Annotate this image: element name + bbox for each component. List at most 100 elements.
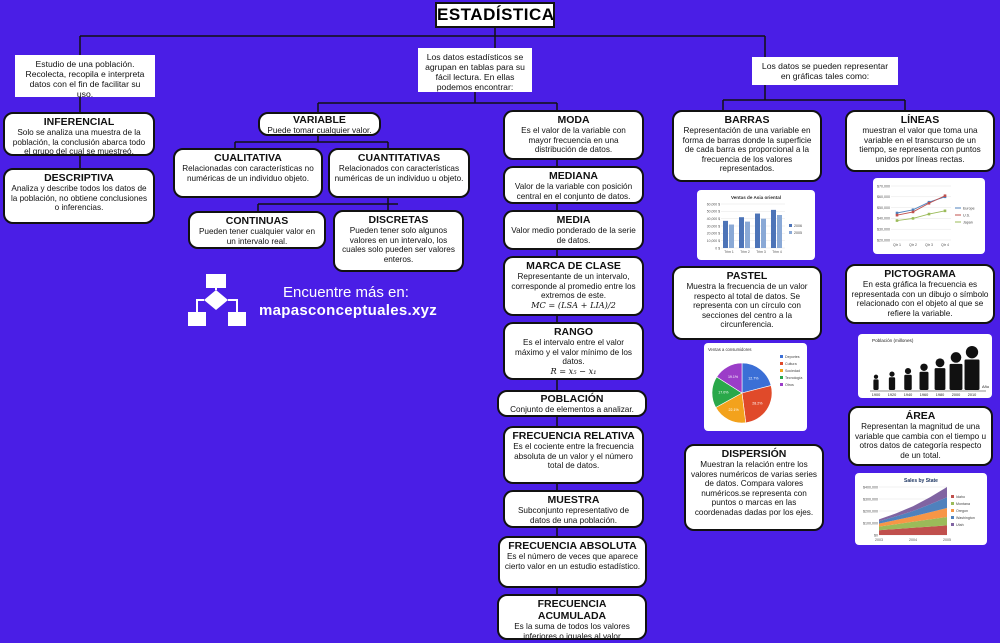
mediana-node: MEDIANA Valor de la variable con posició…	[503, 166, 644, 204]
area-xtick: 2003	[875, 538, 883, 542]
pie-pct-label: 17.0%	[718, 391, 729, 395]
bar-ytick: 20,000 $	[707, 232, 720, 236]
area-legend-swatch	[951, 502, 954, 505]
picto-thumb-title: Población (millones)	[872, 338, 914, 343]
area-legend-swatch	[951, 495, 954, 498]
bar-legend-label: 2005	[794, 231, 802, 235]
line-point	[911, 208, 915, 212]
picto-axis-label: Año	[982, 384, 990, 389]
bar-mark	[723, 220, 728, 248]
pie-chart-thumbnail: Ventas a consumidores 12.7%28.2%22.1%17.…	[704, 343, 807, 431]
rango-node: RANGO Es el intervalo entre el valor máx…	[503, 322, 644, 380]
cualitativa-node: CUALITATIVA Relacionadas con característ…	[173, 148, 323, 198]
area-chart-thumbnail: Sales by State $400,000$300,000$200,000$…	[855, 473, 987, 545]
pictograma-desc: En esta gráfica la frecuencia es represe…	[851, 280, 989, 318]
lineas-title: LÍNEAS	[900, 114, 940, 126]
dispersion-title: DISPERSIÓN	[721, 448, 787, 460]
pie-legend-label: Sociedad	[785, 369, 800, 373]
media-desc: Valor medio ponderado de la serie de dat…	[511, 226, 636, 245]
area-legend-label: Washington	[956, 516, 975, 520]
person-body-icon	[888, 377, 896, 390]
picto-year-label: 1920	[888, 393, 896, 397]
mediana-title: MEDIANA	[549, 170, 598, 182]
person-head-icon	[950, 352, 962, 363]
picto-year-label: 1980	[936, 393, 944, 397]
cualitativa-title: CUALITATIVA	[214, 152, 282, 164]
marca-clase-formula: MC = (LSA + LIA)/2	[531, 299, 616, 310]
line-point	[927, 212, 931, 216]
area-ytick: $100,000	[863, 521, 878, 525]
cualitativa-desc: Relacionadas con características no numé…	[182, 164, 314, 183]
line-point	[895, 219, 899, 222]
marca-clase-node: MARCA DE CLASE Representante de un inter…	[503, 256, 644, 316]
line-series	[896, 210, 946, 222]
frecuencia-relativa-node: FRECUENCIA RELATIVA Es el cociente entre…	[503, 426, 644, 484]
area-legend-label: Oregon	[956, 509, 968, 513]
brand-line1: Encuentre más en:	[283, 284, 409, 301]
area-layer	[879, 508, 947, 527]
inferencial-title: INFERENCIAL	[43, 116, 115, 128]
lineas-node: LÍNEAS muestran el valor que toma una va…	[845, 110, 995, 172]
bar-ytick: 50,000 $	[707, 210, 720, 214]
pie-thumb-title: Ventas a consumidores	[708, 347, 752, 352]
dispersion-node: DISPERSIÓN Muestran la relación entre lo…	[684, 444, 824, 531]
pastel-node: PASTEL Muestra la frecuencia de un valor…	[672, 266, 822, 340]
line-point	[911, 217, 915, 220]
line-series	[896, 195, 946, 216]
bar-mark	[739, 217, 744, 248]
area-ytick: $0	[874, 533, 878, 537]
pie-legend-swatch	[780, 362, 783, 365]
person-body-icon	[873, 379, 879, 390]
line-ytick: $20,000	[877, 238, 890, 242]
bar-legend-swatch	[789, 231, 792, 234]
bar-legend-swatch	[789, 224, 792, 227]
poblacion-node: POBLACIÓN Conjunto de elementos a analiz…	[497, 390, 647, 417]
person-body-icon	[949, 363, 963, 390]
bar-legend-label: 2006	[794, 224, 802, 228]
muestra-title: MUESTRA	[547, 494, 600, 506]
pie-legend-swatch	[780, 383, 783, 386]
rango-desc: Es el intervalo entre el valor máximo y …	[515, 338, 632, 367]
picto-year-label: 1940	[904, 393, 912, 397]
bar-mark	[771, 209, 776, 248]
line-chart-thumbnail: $70,000$60,000$50,000$40,000$30,000$20,0…	[873, 178, 985, 254]
page-title: ESTADÍSTICA	[435, 2, 555, 28]
line-point	[911, 210, 915, 214]
bar-thumb-title: Ventas de Asia oriental	[731, 195, 781, 200]
pie-pct-label: 22.1%	[728, 408, 739, 412]
line-point	[927, 201, 931, 205]
frecuencia-absoluta-title: FRECUENCIA ABSOLUTA	[508, 540, 637, 552]
media-node: MEDIA Valor medio ponderado de la serie …	[503, 210, 644, 250]
bar-mark	[761, 218, 766, 248]
pie-slice	[716, 362, 743, 394]
bar-mark	[745, 221, 750, 248]
variable-title: VARIABLE	[293, 114, 346, 126]
area-node: ÁREA Representan la magnitud de una vari…	[848, 406, 993, 466]
frecuencia-acumulada-title: FRECUENCIA ACUMULADA	[537, 598, 607, 622]
descriptiva-title: DESCRIPTIVA	[44, 172, 114, 184]
line-point	[895, 213, 899, 217]
area-legend-swatch	[951, 509, 954, 512]
pie-slice	[741, 362, 772, 394]
bar-ytick: 10,000 $	[707, 239, 720, 243]
area-legend-swatch	[951, 516, 954, 519]
area-ytick: $200,000	[863, 509, 878, 513]
line-ytick: $40,000	[877, 217, 890, 221]
area-layer	[879, 497, 947, 524]
discretas-title: DISCRETAS	[368, 214, 429, 226]
line-xtick: Qtr 2	[909, 243, 917, 247]
barras-title: BARRAS	[724, 114, 770, 126]
media-title: MEDIA	[556, 214, 591, 226]
frecuencia-absoluta-desc: Es el número de veces que aparece cierto…	[504, 552, 641, 571]
pastel-title: PASTEL	[726, 270, 768, 282]
mediana-desc: Valor de la variable con posición centra…	[514, 182, 633, 201]
pie-legend-label: Tecnología	[785, 376, 802, 380]
person-head-icon	[920, 363, 928, 371]
frecuencia-absoluta-node: FRECUENCIA ABSOLUTA Es el número de vece…	[498, 536, 647, 588]
descriptiva-desc: Analiza y describe todos los datos de la…	[10, 184, 148, 213]
picto-year-label: 2010	[968, 393, 976, 397]
line-ytick: $50,000	[877, 206, 890, 210]
person-body-icon	[934, 368, 946, 390]
person-head-icon	[904, 368, 912, 375]
